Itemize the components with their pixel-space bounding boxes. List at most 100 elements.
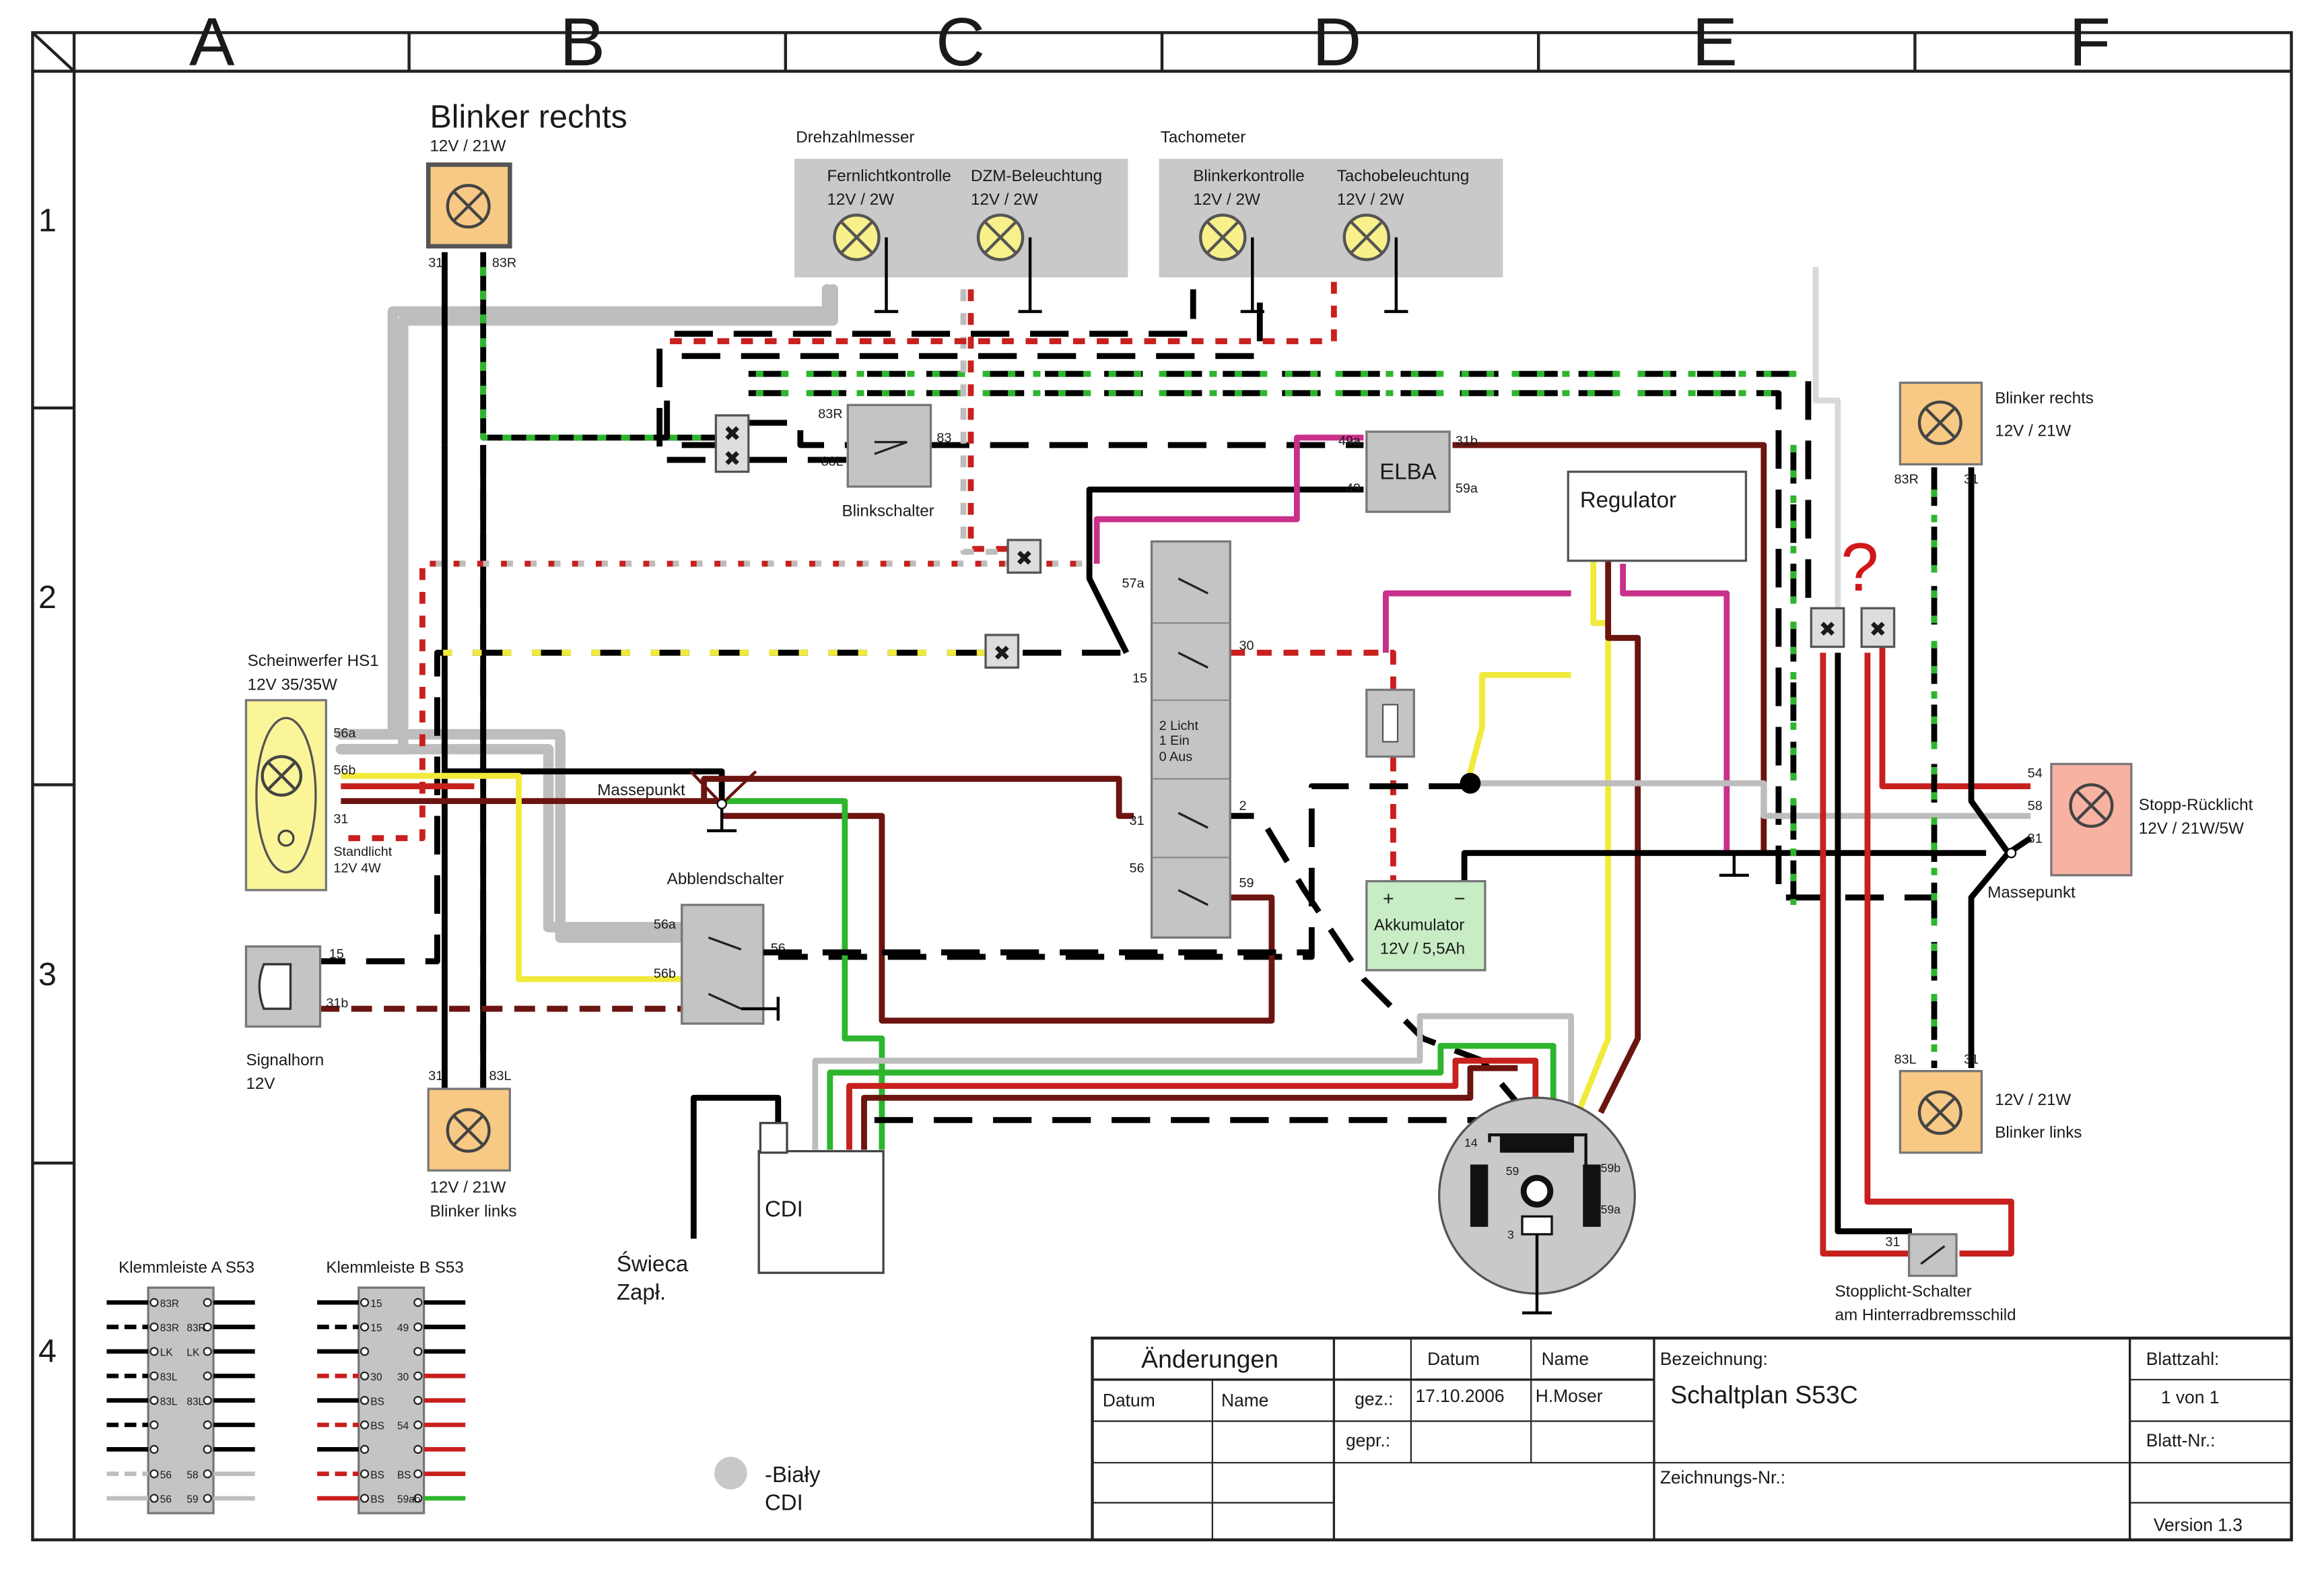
ground-icon	[874, 237, 899, 313]
terminal-label: BS	[397, 1469, 411, 1481]
svg-text:31b: 31b	[1456, 434, 1478, 448]
ground-icon	[1522, 1234, 1552, 1314]
svg-text:Zeichnungs-Nr.:: Zeichnungs-Nr.:	[1660, 1467, 1785, 1488]
terminal-pin	[413, 1322, 423, 1332]
svg-text:Massepunkt: Massepunkt	[1987, 883, 2076, 902]
terminal-label: 83R	[160, 1323, 179, 1334]
svg-text:Schaltplan S53C: Schaltplan S53C	[1670, 1380, 1858, 1409]
grid-col-f: F	[2069, 4, 2111, 80]
svg-text:57a: 57a	[1122, 576, 1145, 591]
terminal-pin	[413, 1396, 423, 1405]
fuse	[1365, 688, 1415, 758]
svg-text:3: 3	[1507, 1228, 1514, 1242]
svg-text:12V 4W: 12V 4W	[333, 861, 381, 875]
stopp-ruecklicht: 54 58 31 Stopp-Rücklicht 12V / 21W/5W	[2028, 762, 2253, 877]
terminal-label: 59ab	[397, 1494, 420, 1506]
svg-text:12V / 21W: 12V / 21W	[1995, 422, 2071, 440]
svg-text:Blinkschalter: Blinkschalter	[842, 502, 934, 521]
svg-text:Klemmleiste B S53: Klemmleiste B S53	[326, 1259, 464, 1277]
svg-text:83L: 83L	[489, 1069, 512, 1083]
svg-text:Datum: Datum	[1103, 1390, 1155, 1410]
svg-text:12V 35/35W: 12V 35/35W	[248, 675, 337, 694]
terminal-pin	[413, 1371, 423, 1380]
terminal-pin	[360, 1322, 370, 1332]
svg-text:Blinkerkontrolle: Blinkerkontrolle	[1193, 167, 1305, 185]
terminal-pin	[413, 1469, 423, 1479]
terminal-pin	[413, 1298, 423, 1307]
terminal-label: 83R	[160, 1298, 179, 1310]
svg-text:31: 31	[1130, 813, 1144, 828]
blinkschalter: 83R 83L 83 Blinkschalter	[818, 403, 951, 521]
terminal-label: BS	[370, 1469, 384, 1481]
svg-text:-Biały: -Biały	[765, 1462, 821, 1487]
terminal-pin	[413, 1420, 423, 1430]
terminal-pin	[360, 1371, 370, 1380]
terminal-label: 83R	[186, 1323, 205, 1334]
terminal-label: BS	[370, 1421, 384, 1432]
terminal-pin	[203, 1469, 212, 1479]
svg-text:31: 31	[428, 1069, 443, 1083]
terminal-label: 30	[397, 1372, 409, 1383]
legend-swatch	[714, 1457, 747, 1490]
svg-text:H.Moser: H.Moser	[1536, 1386, 1603, 1406]
zuendschloss: 57a 30 15 2 Licht 1 Ein 0 Aus 31 2 56 59	[1122, 540, 1254, 939]
grid-col-c: C	[936, 4, 985, 80]
lamp-icon	[446, 184, 491, 229]
scheinwerfer: Scheinwerfer HS1 12V 35/35W 56a 56b 31 S…	[244, 652, 392, 892]
svg-text:31: 31	[1885, 1235, 1900, 1250]
svg-text:59a: 59a	[1456, 481, 1478, 496]
svg-text:59: 59	[1239, 875, 1254, 890]
svg-text:Version 1.3: Version 1.3	[2154, 1515, 2243, 1535]
svg-text:56: 56	[1130, 861, 1144, 875]
svg-text:gez.:: gez.:	[1355, 1389, 1393, 1409]
junction-dot	[1460, 772, 1481, 794]
svg-text:30: 30	[1239, 638, 1254, 653]
terminal-pin	[413, 1444, 423, 1454]
svg-text:2: 2	[1239, 799, 1246, 813]
svg-text:Stopplicht-Schalter: Stopplicht-Schalter	[1835, 1282, 1971, 1300]
terminal-label: LK	[186, 1347, 200, 1359]
terminal-pin	[360, 1347, 370, 1356]
terminal-pin	[149, 1444, 159, 1454]
legend: -Biały CDI	[714, 1457, 821, 1515]
svg-text:Stopp-Rücklicht: Stopp-Rücklicht	[2139, 796, 2253, 814]
grid-row-labels: 1 2 3 4	[38, 203, 57, 1370]
svg-text:31: 31	[2028, 831, 2043, 846]
svg-text:59b: 59b	[1601, 1161, 1621, 1174]
svg-text:58: 58	[2028, 799, 2043, 813]
terminal-pin	[203, 1420, 212, 1430]
svg-text:14: 14	[1464, 1136, 1478, 1149]
grid-col-b: B	[559, 4, 605, 80]
svg-text:am Hinterradbremsschild: am Hinterradbremsschild	[1835, 1306, 2016, 1325]
svg-text:Massepunkt: Massepunkt	[597, 781, 685, 799]
svg-text:49a: 49a	[1338, 434, 1361, 448]
svg-text:✖: ✖	[993, 641, 1011, 665]
svg-text:12V / 21W: 12V / 21W	[1995, 1091, 2071, 1109]
terminal-label: 56	[160, 1494, 172, 1506]
terminal-pin	[203, 1396, 212, 1405]
grid-col-e: E	[1692, 4, 1738, 80]
svg-text:Zapł.: Zapł.	[617, 1279, 666, 1304]
generator: 14 59 59b 59a 3	[1438, 1096, 1636, 1314]
svg-text:83R: 83R	[492, 256, 516, 271]
terminal-pin	[149, 1322, 159, 1332]
terminal-pin	[203, 1298, 212, 1307]
terminal-label: BS	[370, 1494, 384, 1506]
akkumulator: + − Akkumulator 12V / 5,5Ah	[1365, 879, 1486, 972]
svg-text:Bezeichnung:: Bezeichnung:	[1660, 1349, 1768, 1369]
blinker-links-front: 31 83L 12V / 21W Blinker links	[427, 1069, 517, 1220]
drehzahlmesser: Drehzahlmesser Fernlichtkontrolle 12V / …	[794, 128, 1128, 313]
terminal-pin	[203, 1371, 212, 1380]
svg-text:12V / 2W: 12V / 2W	[1337, 191, 1404, 209]
svg-text:31b: 31b	[326, 996, 348, 1011]
lamp-icon	[833, 213, 881, 261]
svg-text:15: 15	[329, 947, 344, 962]
terminal-label: 83L	[160, 1396, 178, 1407]
svg-text:31: 31	[428, 256, 443, 271]
connector-block-top: ✖ ✖	[714, 414, 750, 473]
svg-text:Blattzahl:: Blattzahl:	[2146, 1349, 2220, 1369]
svg-text:Drehzahlmesser: Drehzahlmesser	[796, 128, 914, 146]
svg-text:Signalhorn: Signalhorn	[246, 1051, 324, 1069]
